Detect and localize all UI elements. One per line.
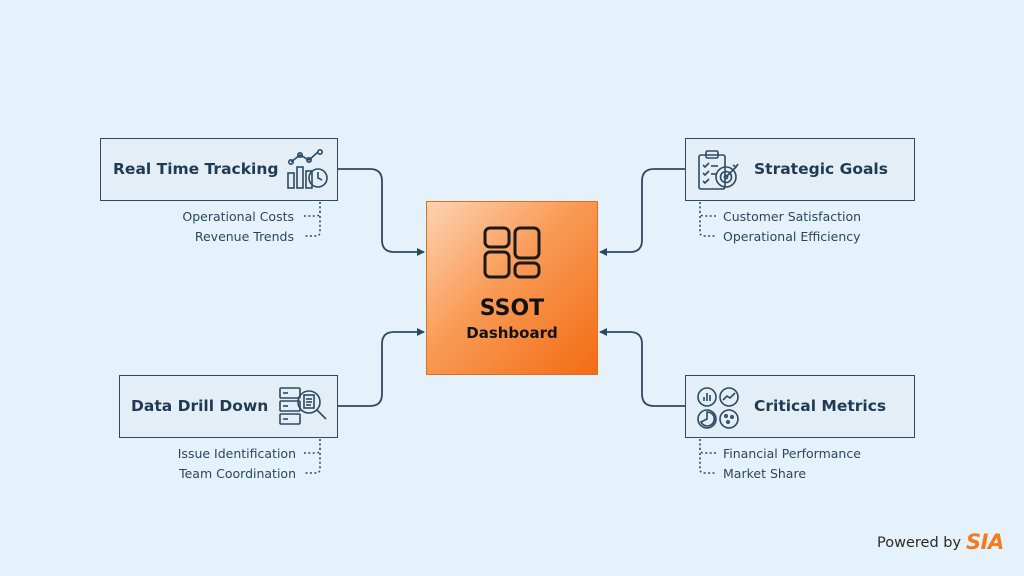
node-title: Data Drill Down — [131, 397, 269, 415]
leader-operational-efficiency — [699, 216, 716, 237]
center-title: SSOT — [479, 296, 545, 321]
node-strategic-goals: Strategic Goals — [685, 138, 915, 201]
list-item: Revenue Trends — [194, 229, 294, 244]
leader-financial-performance — [699, 439, 716, 454]
connector-critical-metrics — [599, 328, 685, 407]
clipboard-target-icon — [698, 150, 739, 190]
list-item: Team Coordination — [179, 466, 296, 481]
list-item: Market Share — [723, 466, 807, 481]
connector-strategic-goals — [599, 168, 685, 256]
connector-real-time-tracking — [338, 168, 425, 256]
node-critical-metrics: Critical Metrics — [685, 375, 915, 438]
node-real-time-tracking: Real Time Tracking — [100, 138, 338, 201]
list-item: Operational Efficiency — [723, 229, 861, 244]
metrics-grid-icon — [697, 387, 739, 429]
connector-data-drill-down — [338, 328, 425, 407]
node-data-drill-down: Data Drill Down — [119, 375, 338, 438]
dashboard-grid-icon — [483, 226, 541, 279]
chart-clock-icon — [287, 149, 328, 189]
list-item: Operational Costs — [182, 209, 294, 224]
leader-revenue-trends — [304, 216, 321, 237]
leader-customer-satisfaction — [699, 202, 716, 217]
leader-market-share — [699, 453, 716, 474]
list-item: Issue Identification — [177, 446, 296, 461]
list-item: Financial Performance — [723, 446, 861, 461]
powered-by-label: Powered by — [877, 535, 962, 551]
server-magnifier-icon — [279, 387, 327, 425]
list-item: Customer Satisfaction — [723, 209, 862, 224]
leader-issue-identification — [304, 439, 321, 454]
node-title: Critical Metrics — [754, 397, 887, 415]
center-subtitle: Dashboard — [466, 324, 558, 342]
node-title: Strategic Goals — [754, 160, 888, 178]
center-node-ssot-dashboard: SSOT Dashboard — [426, 201, 598, 375]
leader-team-coordination — [304, 453, 321, 474]
brand-logo: SIA — [966, 530, 1004, 554]
node-title: Real Time Tracking — [113, 160, 279, 178]
leader-operational-costs — [304, 202, 321, 217]
